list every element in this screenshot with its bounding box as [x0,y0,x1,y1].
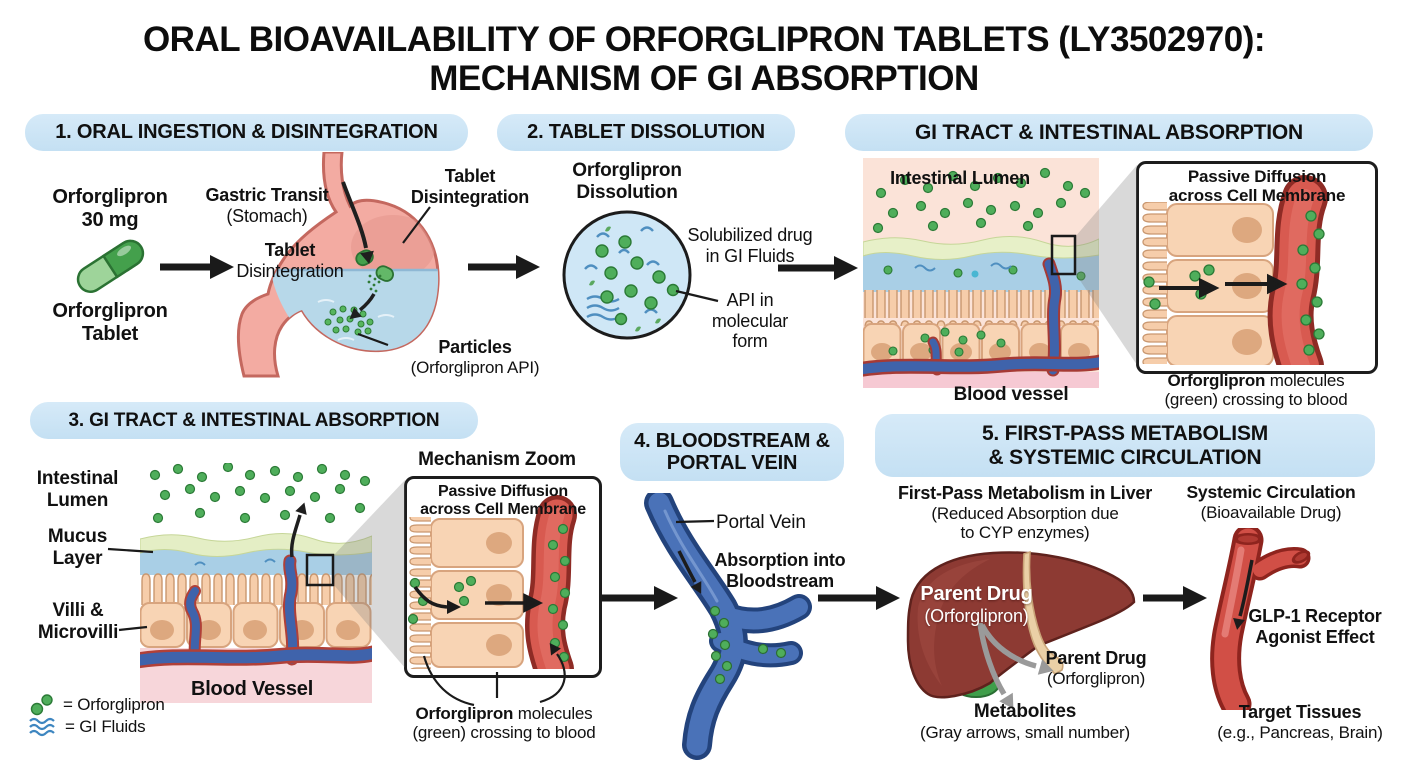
flow-arrow-1 [160,255,234,279]
passive-diffusion-graphic-top [1141,175,1328,365]
mechanism-zoom-label: Mechanism Zoom [418,449,576,470]
crossing-caption-mid: Orforglipron molecules (green) crossing … [412,704,596,743]
flow-arrow-2 [468,255,540,279]
metabolites-label: Metabolites (Gray arrows, small number) [920,701,1130,742]
section2-header: 2. TABLET DISSOLUTION [497,114,795,151]
flow-arrow-3 [778,256,858,280]
page-title-line2: MECHANISM OF GI ABSORPTION [429,59,979,99]
flow-arrow-5 [818,586,900,610]
villi-microvilli-label: Villi &Microvilli [37,600,119,643]
page-title: ORAL BIOAVAILABILITY OF ORFORGLIPRON TAB… [0,20,1408,98]
page-title-line1: ORAL BIOAVAILABILITY OF ORFORGLIPRON TAB… [142,20,1266,59]
legend-orforglipron: = Orforglipron [28,693,165,717]
portal-vein-label: Portal Vein [716,512,806,533]
dissolution-circle-illustration [562,210,692,340]
systemic-circulation-label: Systemic Circulation (Bioavailable Drug) [1186,482,1356,522]
passive-diffusion-graphic-mid [407,495,577,669]
intestinal-lumen-top-label: Intestinal Lumen [890,168,1030,188]
orforglipron-dots-icon [30,694,53,716]
legend-gi-fluids: = GI Fluids [28,716,146,738]
section1-header: 1. ORAL INGESTION & DISINTEGRATION [25,114,468,151]
particles-label: Particles(Orforglipron API) [410,337,540,377]
section3-header: 3. GI TRACT & INTESTINAL ABSORPTION [30,402,478,439]
blood-vessel-top-label: Blood vessel [953,384,1069,405]
gi-top-header: GI TRACT & INTESTINAL ABSORPTION [845,114,1373,151]
gi-fluids-waves-icon [29,717,55,737]
gi-tract-top-illustration [863,158,1099,388]
parent-drug-liver-label: Parent Drug (Orforglipron) [920,583,1033,626]
first-pass-metabolism-label: First-Pass Metabolism in Liver (Reduced … [897,483,1153,542]
systemic-artery-illustration [1210,528,1311,710]
flow-arrow-4 [602,586,678,610]
crossing-caption-top: Orforglipron molecules (green) crossing … [1164,371,1348,410]
section5-header: 5. FIRST-PASS METABOLISM & SYSTEMIC CIRC… [875,414,1375,477]
portal-vein-illustration [644,493,812,760]
gi-tract-section3-illustration [140,463,372,703]
target-tissues-label: Target Tissues (e.g., Pancreas, Brain) [1217,702,1383,742]
parent-drug-out-label: Parent Drug (Orforglipron) [1045,648,1147,688]
flow-arrow-6 [1143,586,1207,610]
blood-vessel-label: Blood Vessel [190,678,314,700]
gastric-transit-label: Gastric Transit(Stomach) [205,185,329,226]
capsule-icon [76,239,145,293]
section4-header: 4. BLOODSTREAM & PORTAL VEIN [620,423,844,481]
liver-illustration [906,550,1136,709]
